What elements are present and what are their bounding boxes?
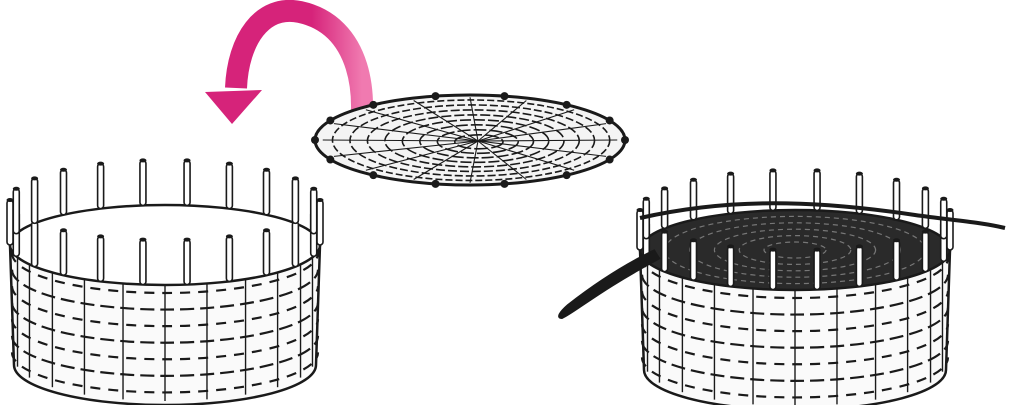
basket-with-base-icon <box>559 168 1005 405</box>
basket-with-stakes-icon <box>7 158 324 405</box>
